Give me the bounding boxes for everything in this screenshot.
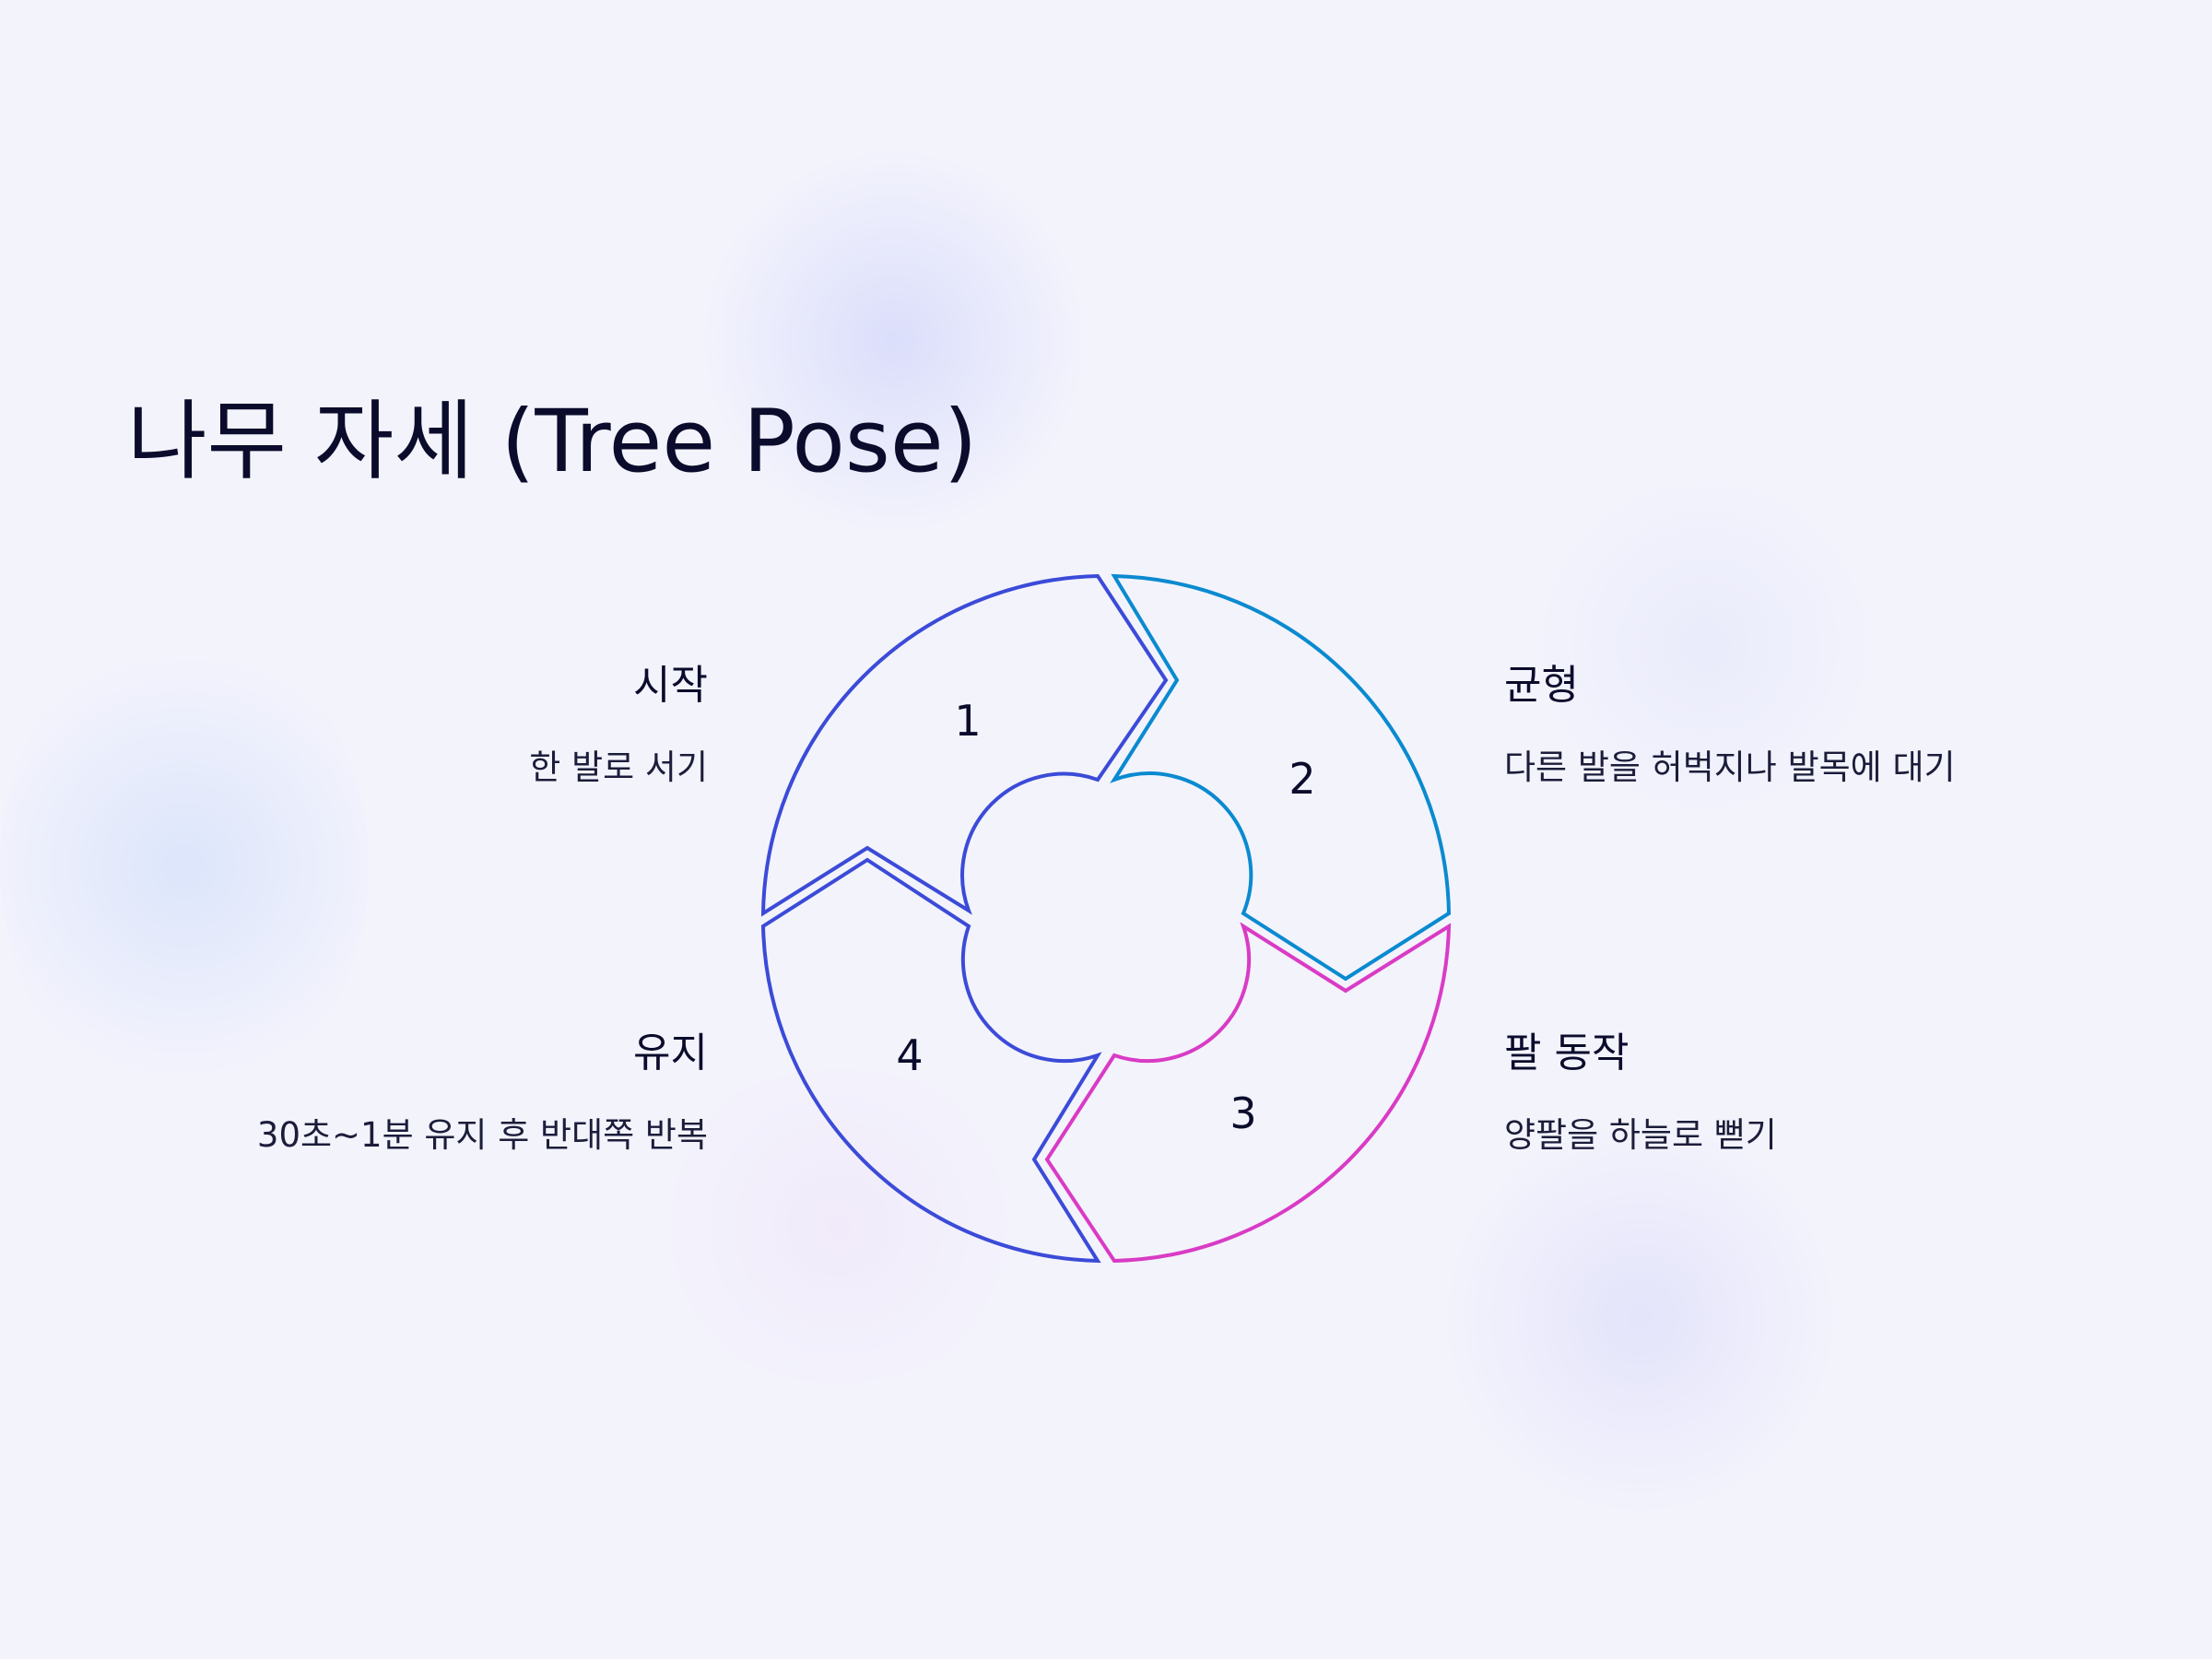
step-4-description: 30초~1분 유지 후 반대쪽 반복: [256, 1114, 708, 1155]
step-2-label: 균형 다른 발을 허벅지나 발목에 대기: [1504, 662, 1956, 788]
step-number-3: 3: [1230, 1088, 1256, 1138]
step-2-description: 다른 발을 허벅지나 발목에 대기: [1504, 747, 1956, 787]
step-3-heading: 팔 동작: [1504, 1030, 1630, 1077]
step-2-heading: 균형: [1504, 662, 1579, 709]
step-3-label: 팔 동작 양팔을 하늘로 뻗기: [1504, 1030, 1777, 1156]
step-1-label: 시작 한 발로 서기: [529, 662, 708, 788]
segment-1: [760, 573, 1169, 917]
step-number-2: 2: [1288, 754, 1315, 804]
step-3-description: 양팔을 하늘로 뻗기: [1504, 1114, 1777, 1155]
step-1-heading: 시작: [633, 662, 708, 709]
step-number-1: 1: [954, 696, 981, 746]
segment-4: [760, 857, 1102, 1264]
step-number-4: 4: [896, 1030, 923, 1080]
step-4-heading: 유지: [633, 1030, 708, 1077]
segment-2: [1110, 573, 1452, 982]
page-title: 나무 자세 (Tree Pose): [127, 392, 978, 492]
step-1-description: 한 발로 서기: [529, 747, 708, 787]
segment-3: [1044, 922, 1452, 1264]
step-4-label: 유지 30초~1분 유지 후 반대쪽 반복: [257, 1030, 708, 1156]
